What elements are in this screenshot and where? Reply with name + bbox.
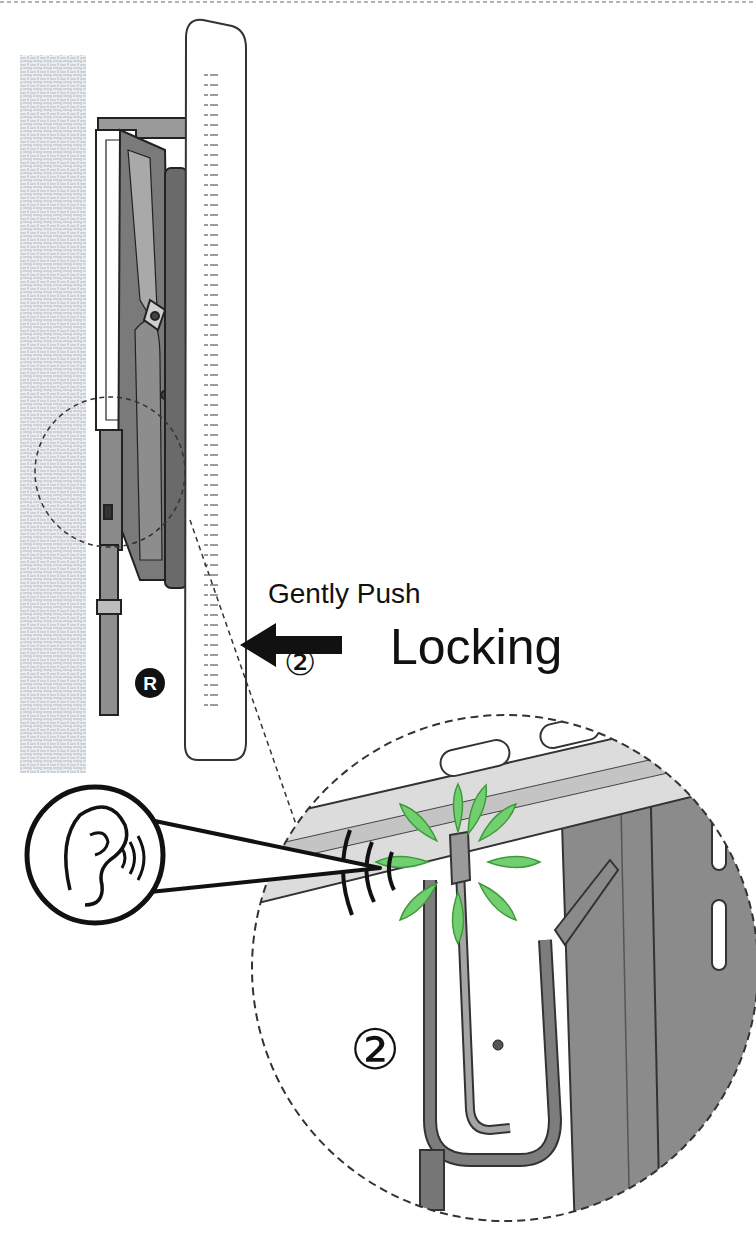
step-title: Locking (390, 622, 562, 672)
zoom-circle (252, 715, 756, 1221)
listen-bubble (27, 787, 380, 923)
instruction-text: Gently Push (268, 580, 421, 608)
detail-view (250, 705, 756, 1234)
leader-line (190, 520, 298, 830)
step-number: ② (350, 1022, 400, 1078)
tv-panel (185, 20, 246, 760)
detail-circle (35, 397, 185, 547)
wall-bracket (96, 118, 188, 715)
step-number: ② (284, 645, 316, 681)
part-badge: R (135, 668, 165, 698)
divider-line (0, 1, 756, 3)
wall (20, 55, 86, 773)
part-letter: R (143, 674, 157, 693)
click-burst (376, 783, 540, 944)
